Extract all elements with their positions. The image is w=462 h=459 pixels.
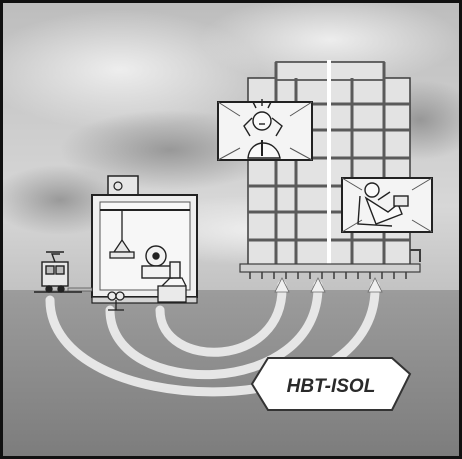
- high-rise-building: [239, 60, 421, 279]
- relaxed-person-panel: [341, 177, 433, 233]
- arrowhead-2: [310, 277, 326, 293]
- building-foundation: [239, 263, 421, 273]
- machine-hall-floor: [91, 296, 198, 304]
- industrial-machine-icon: [141, 245, 181, 279]
- vibration-arc-tram: [45, 280, 380, 397]
- disturbed-person-icon: [243, 99, 283, 159]
- arrowhead-1: [367, 277, 383, 293]
- relaxed-person-icon: [357, 182, 409, 227]
- vibration-paths: [45, 280, 380, 397]
- machine-hall: [91, 175, 198, 311]
- machine-hall-roof-unit: [107, 175, 139, 197]
- vibration-arc-compressor: [155, 280, 287, 357]
- brand-label: HBT-ISOL: [250, 357, 412, 411]
- vibration-arrowheads: [274, 277, 383, 293]
- pump-icon: [107, 291, 125, 311]
- arrowhead-3: [274, 277, 290, 293]
- building-isolation-bearings: [249, 272, 407, 279]
- compressor-icon: [157, 277, 187, 303]
- brand-label-text: HBT-ISOL: [287, 376, 376, 397]
- rail-track: [67, 287, 93, 292]
- tram-icon: [34, 251, 82, 293]
- crane-hook-icon: [109, 210, 135, 259]
- disturbed-person-panel: [217, 99, 313, 161]
- vibration-arc-machine: [105, 280, 323, 380]
